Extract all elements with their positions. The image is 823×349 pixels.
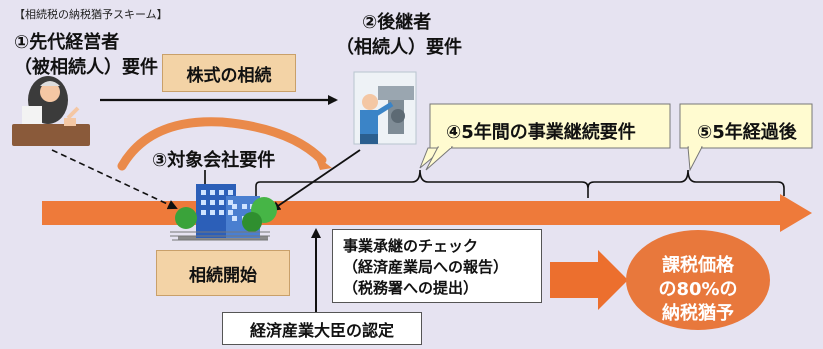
check-line-1: 事業承継のチェック (343, 237, 479, 255)
inheritance-start-box: 相続開始 (156, 250, 290, 296)
arrow-dashed (51, 149, 178, 210)
requirement2-subtitle: （相続人）要件 (336, 37, 462, 58)
business-succession-check-box: 事業承継のチェック （経済産業局への報告） （税務署への提出） (332, 229, 542, 303)
requirement3-label: ③対象会社要件 (152, 150, 276, 171)
elderly-man-at-desk-icon (12, 76, 90, 146)
stock-inheritance-box: 株式の相続 (162, 54, 296, 92)
result-oval (626, 230, 770, 330)
check-line-3: （税務署への提出） (343, 279, 479, 297)
result-line-2: の80%の (658, 279, 738, 300)
bubble-5 (679, 103, 813, 149)
check-line-2: （経済産業局への報告） (343, 258, 509, 276)
company-building-icon (170, 170, 277, 241)
result-line-3: 納税猶予 (662, 303, 734, 324)
result-arrow (550, 250, 628, 310)
minister-certification-box: 経済産業大臣の認定 (222, 312, 422, 345)
requirement2-title: ②後継者 (362, 12, 432, 33)
bubble-4-text: ④5年間の事業継続要件 (446, 122, 636, 143)
arrow-successor (270, 149, 361, 212)
requirement1-subtitle: （被相続人）要件 (14, 57, 158, 78)
diagram-caption: 【相続税の納税猶予スキーム】 (14, 8, 168, 21)
timeline-arrow (42, 194, 812, 232)
worker-at-machine-icon (353, 71, 417, 145)
result-line-1: 課税価格 (662, 255, 734, 276)
curved-arrow (117, 117, 327, 171)
requirement1-title: ①先代経営者 (14, 32, 120, 53)
timeline-brace (255, 169, 785, 198)
bubble-5-text: ⑤5年経過後 (697, 122, 797, 143)
result-oval-text: 課税価格 の80%の 納税猶予 (638, 254, 758, 326)
